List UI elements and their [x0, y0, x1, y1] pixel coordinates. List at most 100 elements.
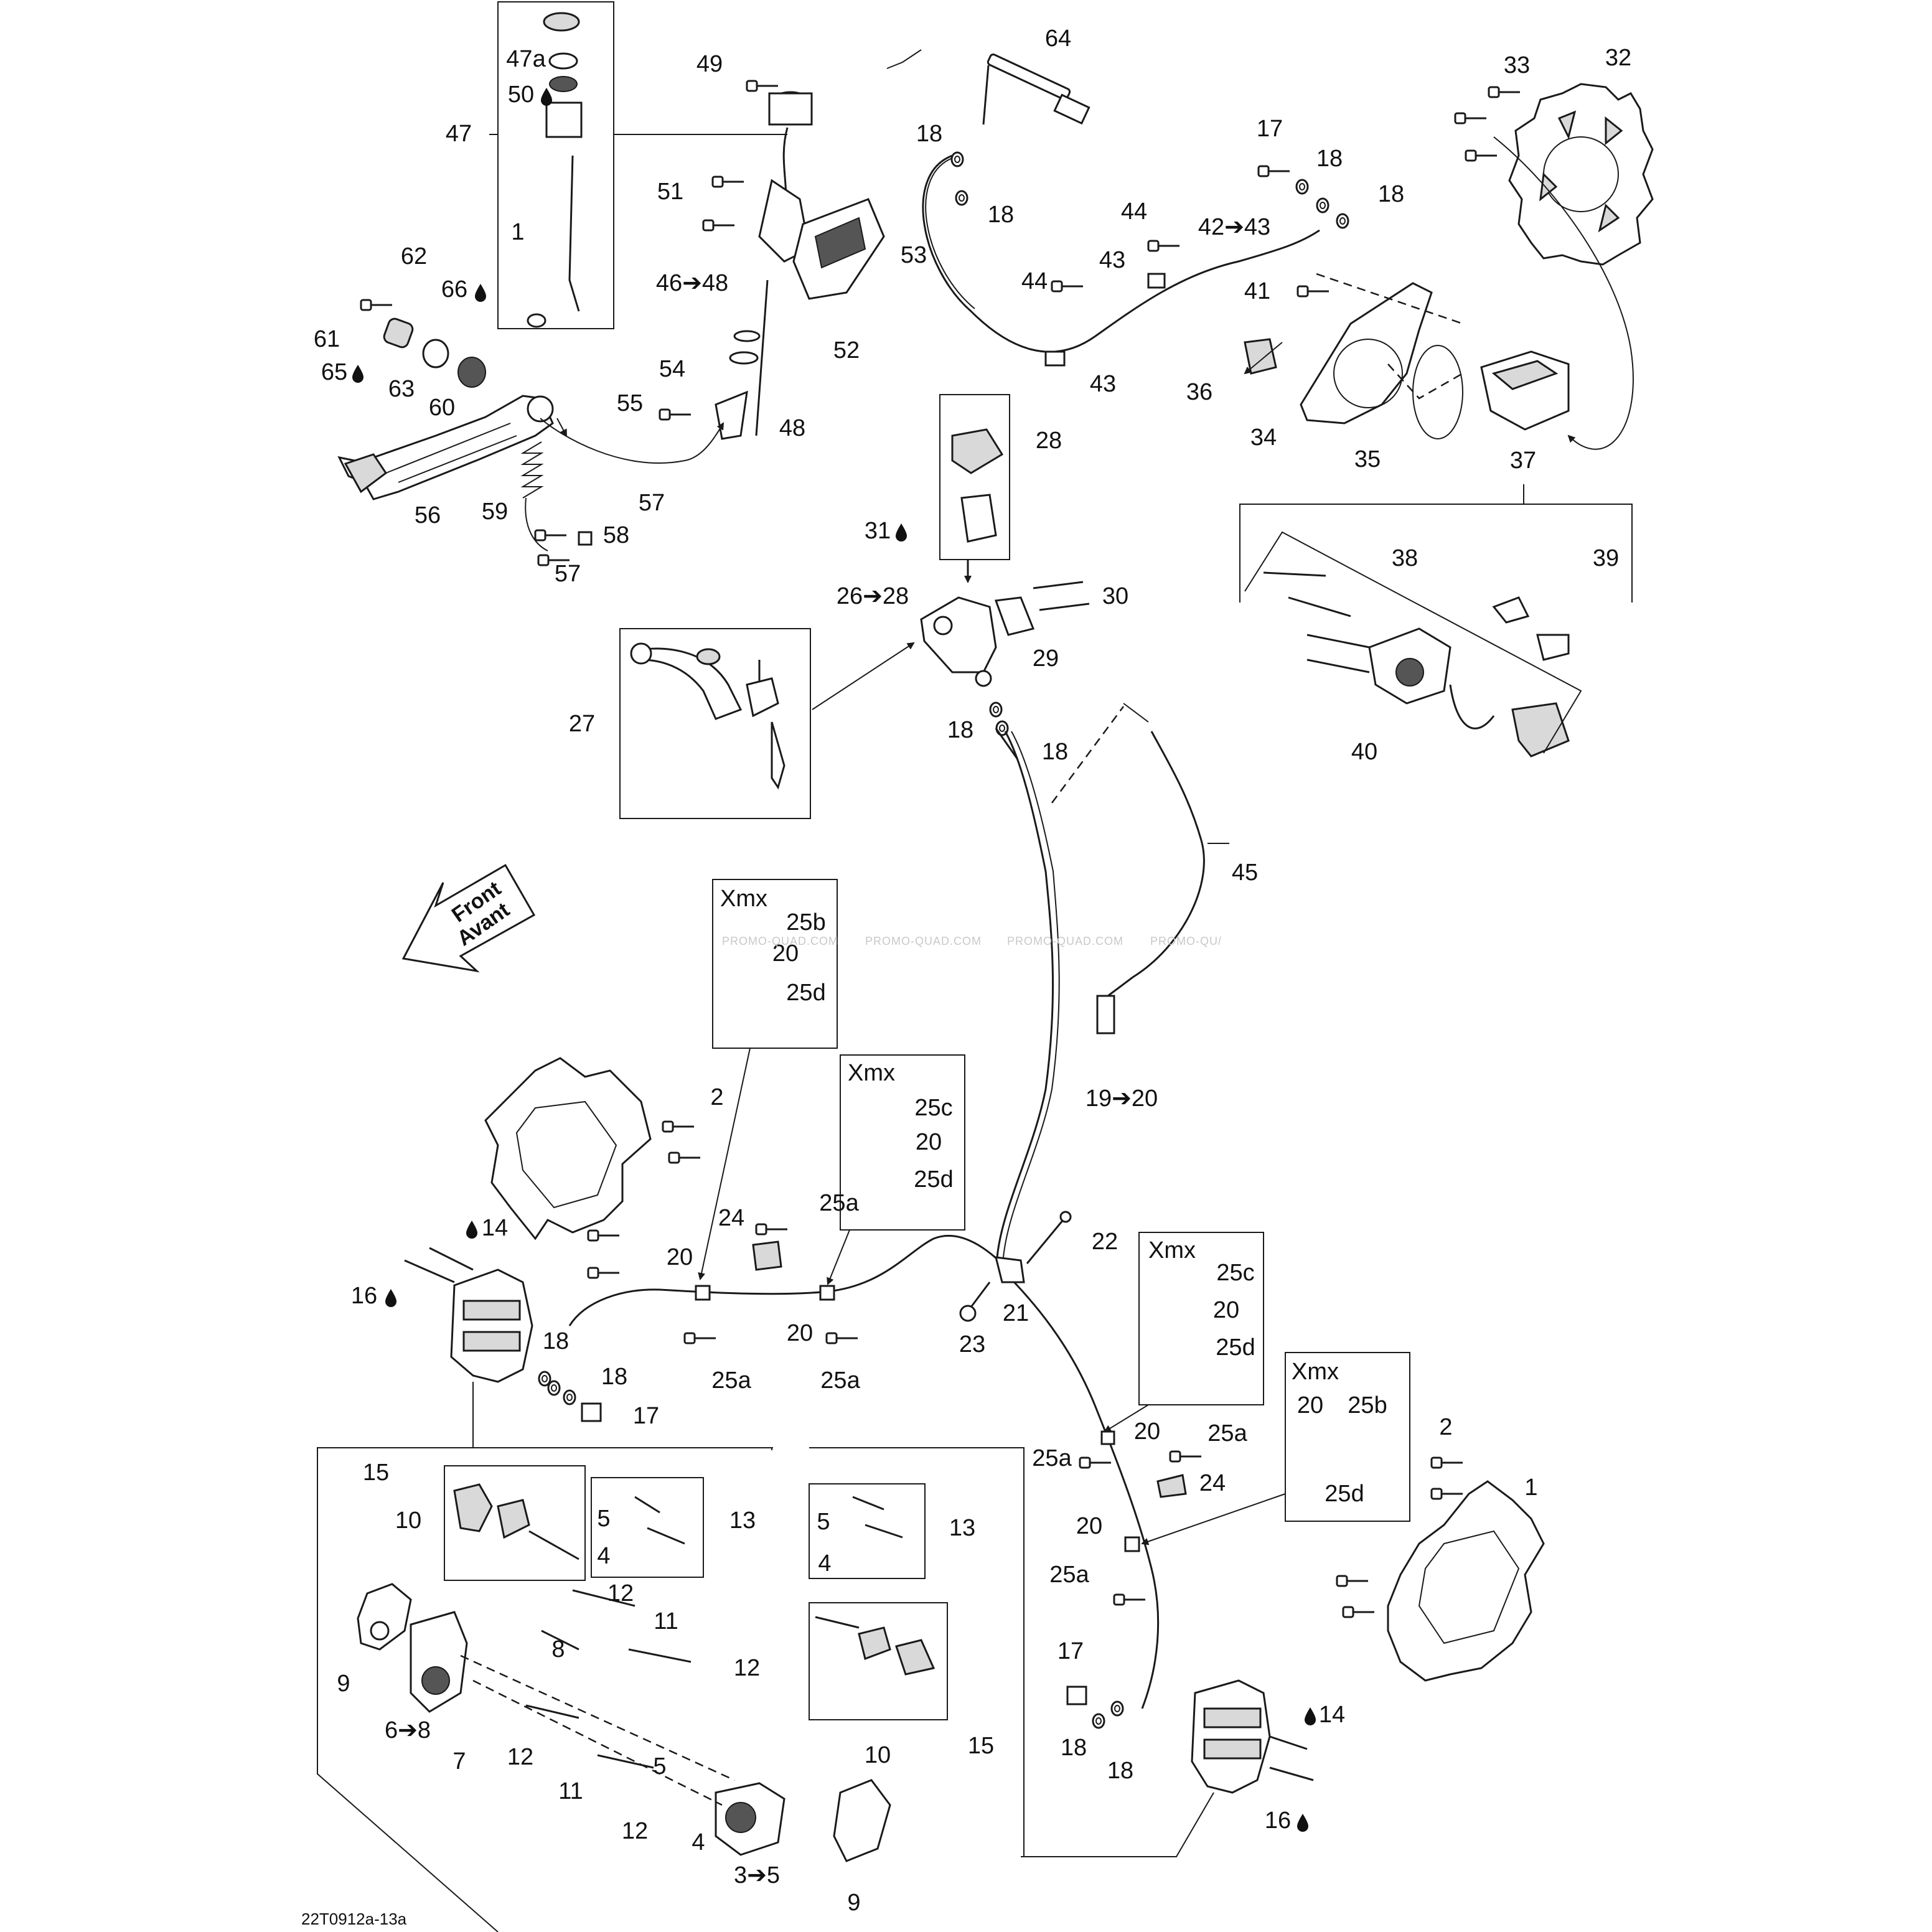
label-41: 41 [1244, 278, 1271, 304]
xmx-box-3 [1138, 1232, 1264, 1405]
pedal-spring [520, 441, 548, 551]
label-25b-2: 25b [1348, 1392, 1387, 1419]
label-43b: 43 [1089, 371, 1117, 397]
label-2a: 2 [710, 1084, 724, 1110]
label-59: 59 [481, 499, 509, 525]
label-30: 30 [1102, 583, 1129, 609]
label-18a: 18 [916, 121, 943, 147]
label-7: 7 [453, 1748, 466, 1775]
label-57b: 57 [554, 561, 581, 587]
label-17c: 17 [1057, 1638, 1084, 1664]
label-11a: 11 [654, 1608, 678, 1634]
brake-sensor [922, 54, 1320, 353]
brake-pedal [337, 395, 554, 500]
label-25d-1: 25d [786, 980, 826, 1006]
label-43a: 43 [1099, 247, 1126, 273]
label-25a-2: 25a [711, 1367, 751, 1394]
label-5c: 5 [653, 1753, 667, 1780]
label-27: 27 [568, 711, 596, 737]
label-52: 52 [833, 337, 860, 363]
label-12d: 12 [621, 1818, 649, 1844]
label-4b: 4 [818, 1550, 832, 1577]
label-18b: 18 [987, 202, 1015, 228]
label-28: 28 [1035, 428, 1062, 454]
label-20f: 20 [1297, 1392, 1324, 1419]
label-20g: 20 [1133, 1419, 1161, 1445]
label-15a: 15 [362, 1460, 390, 1486]
front-left-disc [484, 1057, 701, 1279]
label-63: 63 [388, 376, 415, 402]
label-5b: 5 [817, 1509, 830, 1535]
front-master-cylinder [920, 581, 1090, 736]
label-12b: 12 [733, 1655, 761, 1681]
label-9a: 9 [337, 1671, 350, 1697]
label-3: 3➔5 [733, 1862, 781, 1888]
label-36: 36 [1186, 379, 1213, 405]
label-25d-4: 25d [1325, 1481, 1364, 1507]
front-arrow [401, 863, 536, 973]
reservoir-parts [527, 12, 583, 328]
label-55: 55 [616, 390, 644, 416]
rear-caliper-bracket-part [1244, 282, 1463, 439]
label-38: 38 [1391, 545, 1419, 571]
label-20c: 20 [772, 940, 799, 967]
rear-caliper-bracket [1239, 484, 1633, 603]
xmx-box-1 [712, 879, 838, 1049]
label-25c-2: 25c [1216, 1260, 1255, 1286]
label-64: 64 [1044, 26, 1072, 52]
label-48: 48 [779, 415, 806, 441]
rear-caliper-exploded [1244, 531, 1582, 757]
label-25d-3: 25d [1216, 1334, 1255, 1361]
label-17a: 17 [1256, 116, 1283, 142]
label-53: 53 [900, 242, 927, 268]
xmx-box-4 [1285, 1352, 1410, 1522]
label-58: 58 [603, 522, 630, 548]
label-25a-6: 25a [1049, 1562, 1089, 1588]
label-25a-5: 25a [1208, 1420, 1247, 1447]
xmx-box-2 [840, 1054, 965, 1231]
label-66: 66 [441, 276, 468, 302]
label-56: 56 [414, 502, 441, 528]
label-8: 8 [551, 1636, 565, 1662]
label-24a: 24 [718, 1205, 745, 1231]
label-62: 62 [400, 243, 428, 270]
label-4a: 4 [597, 1543, 611, 1569]
label-14b: 14 [1318, 1702, 1346, 1728]
pedal-clip [534, 529, 593, 566]
label-18f: 18 [1041, 739, 1069, 765]
xmx-label-3: Xmx [1148, 1237, 1196, 1264]
label-1a: 1 [511, 219, 525, 245]
label-18e: 18 [947, 717, 974, 743]
label-24b: 24 [1199, 1470, 1226, 1496]
label-46: 46➔48 [655, 270, 729, 296]
label-35: 35 [1354, 446, 1381, 472]
rear-disc [1454, 83, 1654, 266]
xmx-label-1: Xmx [720, 886, 767, 912]
drawing-code: 22T0912a-13a [301, 1910, 407, 1928]
label-45: 45 [1231, 860, 1259, 886]
pedal-bushings [360, 299, 486, 388]
label-31: 31 [864, 518, 891, 544]
label-13b: 13 [949, 1515, 976, 1541]
label-60: 60 [428, 395, 456, 421]
label-20h: 20 [1076, 1513, 1103, 1539]
label-16a: 16 [350, 1283, 378, 1309]
label-10a: 10 [395, 1508, 422, 1534]
label-32: 32 [1605, 45, 1632, 71]
label-20b: 20 [786, 1320, 814, 1346]
watermark-3: PROMO-QUAD.COM [1007, 935, 1123, 947]
reservoir-box [489, 1, 787, 329]
label-11b: 11 [558, 1778, 583, 1804]
label-25d-2: 25d [914, 1166, 954, 1193]
label-21: 21 [1002, 1300, 1029, 1326]
label-12c: 12 [507, 1744, 534, 1770]
label-5a: 5 [597, 1506, 611, 1532]
watermark-4: PROMO-QU/ [1150, 935, 1222, 947]
label-54: 54 [659, 356, 686, 382]
front-brake-hoses [995, 703, 1205, 1258]
label-14a: 14 [481, 1215, 509, 1241]
label-25c-1: 25c [914, 1095, 953, 1121]
label-25b-1: 25b [786, 909, 826, 936]
rear-caliper [1480, 350, 1570, 431]
